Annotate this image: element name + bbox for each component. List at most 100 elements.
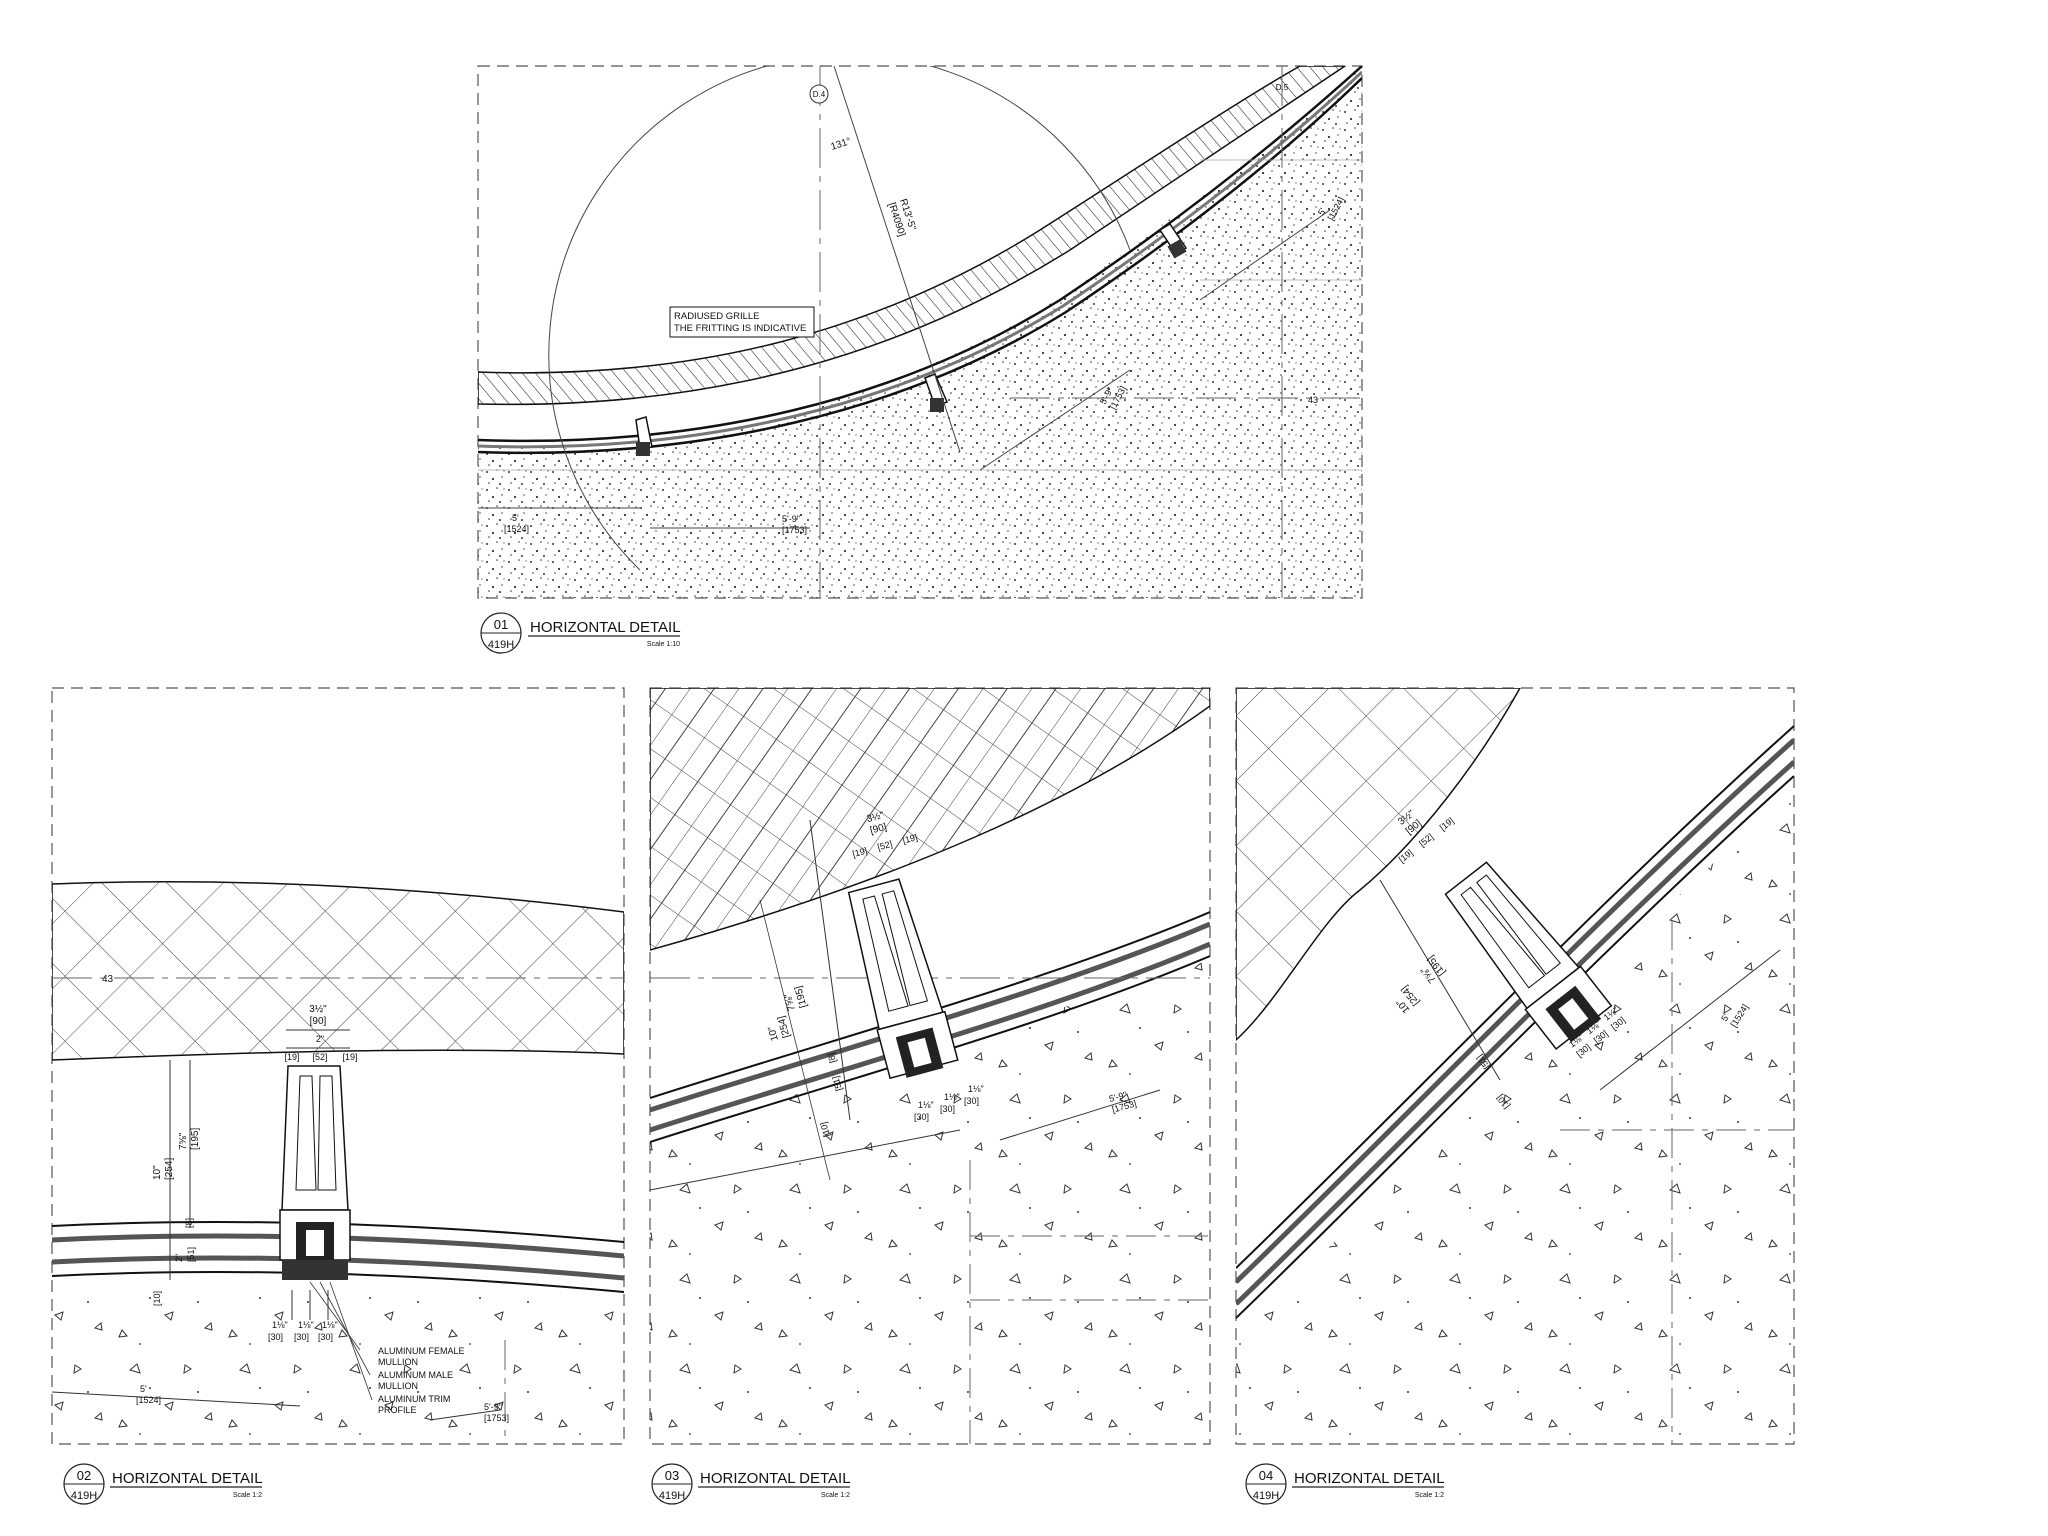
concrete-slab xyxy=(478,66,1362,598)
detail-04-title-block: 04 419H HORIZONTAL DETAIL Scale 1:2 xyxy=(1245,1463,1445,1505)
bottom-3: 1⅛" xyxy=(968,1084,984,1094)
glazing-unit-b xyxy=(1236,760,1794,1306)
detail-01: D.4 D.5 43 131° R13'-5" [R4090] RADIUSED… xyxy=(477,65,1363,654)
dim-b-mm: [1753] xyxy=(782,525,807,535)
bottom-2-mm: [30] xyxy=(294,1332,309,1342)
height-2: 10" xyxy=(766,1025,781,1042)
bottom-1-mm: [30] xyxy=(268,1332,283,1342)
dim-line-c xyxy=(979,369,1131,471)
angle-label: 131° xyxy=(830,136,853,153)
detail-02-title-block: 02 419H HORIZONTAL DETAIL Scale 1:2 xyxy=(63,1463,263,1505)
dim-a-label: 5' xyxy=(512,513,519,523)
glazing-unit-a xyxy=(1236,738,1794,1284)
detail-04-scale: Scale 1:2 xyxy=(1415,1492,1444,1499)
height-4-mm: [51] xyxy=(186,1247,196,1262)
width-mid: [52] xyxy=(312,1052,327,1062)
bottom-1-mm: [30] xyxy=(914,1112,929,1122)
height-1: 10" xyxy=(152,1165,163,1180)
height-1: 7⅝" xyxy=(783,992,798,1012)
width-total-mm: [90] xyxy=(310,1016,327,1027)
width-mid: [52] xyxy=(876,839,893,853)
mullion-assembly xyxy=(1444,861,1613,1050)
dim-a-label: 5' xyxy=(140,1384,147,1394)
height-1-mm: [254] xyxy=(164,1158,175,1180)
dim-b-label: 5'-9" xyxy=(782,514,800,524)
height-2-mm: [195] xyxy=(190,1128,201,1150)
height-4: [51] xyxy=(830,1075,844,1092)
detail-02-number: 02 xyxy=(77,1468,91,1483)
bottom-3-mm: [30] xyxy=(318,1332,333,1342)
detail-04-number: 04 xyxy=(1259,1468,1273,1483)
height-4: 2" xyxy=(174,1254,184,1262)
detail-04-sheet: 419H xyxy=(1253,1490,1279,1502)
detail-01-sheet: 419H xyxy=(488,639,514,651)
note-line-2: THE FRITTING IS INDICATIVE xyxy=(674,323,806,334)
note-line-1: RADIUSED GRILLE xyxy=(674,311,760,322)
bottom-3-mm: [30] xyxy=(964,1096,979,1106)
width-right: [19] xyxy=(342,1052,357,1062)
grid-bubble-d4 xyxy=(809,84,829,104)
width-total: 3½" xyxy=(309,1004,327,1015)
mullion-2 xyxy=(924,373,949,412)
dim-a-mm: [1524] xyxy=(136,1395,161,1405)
width-left: [19] xyxy=(851,846,868,860)
glazing-line-2 xyxy=(1236,775,1794,1319)
detail-01-number: 01 xyxy=(494,617,508,632)
detail-01-title-block: 01 419H HORIZONTAL DETAIL Scale 1:10 xyxy=(480,612,681,654)
detail-02-sheet: 419H xyxy=(71,1490,97,1502)
width-mid: [52] xyxy=(1417,831,1435,848)
radiused-grille xyxy=(52,880,624,1061)
glazing-outer-line xyxy=(478,66,1362,443)
dim-a-mm: [1524] xyxy=(504,524,529,534)
width-total-mm: [90] xyxy=(869,822,888,837)
bottom-1: 1⅛" xyxy=(918,1100,934,1110)
callout-female-mullion: ALUMINUM FEMALE xyxy=(378,1346,465,1356)
detail-01-title: HORIZONTAL DETAIL xyxy=(530,619,681,636)
bottom-2: 1⅛" xyxy=(298,1320,314,1330)
height-5: [10] xyxy=(818,1121,832,1138)
width-total: 3½" xyxy=(866,810,886,825)
detail-03-number: 03 xyxy=(665,1468,679,1483)
dim-d-label: 5' xyxy=(1316,206,1328,217)
detail-03-title: HORIZONTAL DETAIL xyxy=(700,1470,851,1487)
detail-02-scale: Scale 1:2 xyxy=(233,1492,262,1499)
mullion-1 xyxy=(635,416,653,456)
detail-02-frame xyxy=(51,687,625,1445)
arc-131-degrees xyxy=(548,66,1131,571)
width-right: [19] xyxy=(901,832,918,846)
radiused-grille xyxy=(650,688,1210,951)
mullion-assembly xyxy=(847,878,959,1080)
radiused-grille xyxy=(478,66,1347,406)
grid-label-d5: D.5 xyxy=(1276,83,1289,92)
glazing-line-1 xyxy=(1236,725,1794,1269)
detail-02: 43 3½" [90] 2" [19] [52] [19] 10" [254] … xyxy=(51,687,625,1505)
grid-label-43: 43 xyxy=(102,974,114,985)
radius-line xyxy=(833,66,961,453)
concrete-slab xyxy=(1236,790,1794,1444)
detail-03-title-block: 03 419H HORIZONTAL DETAIL Scale 1:2 xyxy=(651,1463,851,1505)
bottom-1: 1⅛" xyxy=(272,1320,288,1330)
bottom-3: 1⅛" xyxy=(322,1320,338,1330)
bottom-2: 1⅛" xyxy=(944,1092,960,1102)
detail-02-title: HORIZONTAL DETAIL xyxy=(112,1470,263,1487)
height-5: [10] xyxy=(152,1291,162,1306)
bottom-2-mm: [30] xyxy=(940,1104,955,1114)
note-box xyxy=(669,306,815,338)
detail-03-sheet: 419H xyxy=(659,1490,685,1502)
glazing-inner-line xyxy=(478,77,1362,455)
dim-line-d xyxy=(1199,209,1331,301)
concrete-slab xyxy=(650,960,1210,1444)
callout-male-mullion-2: MULLION xyxy=(378,1381,418,1391)
width-left: [19] xyxy=(284,1052,299,1062)
callout-trim-profile-2: PROFILE xyxy=(378,1405,417,1415)
detail-03: 3½" [90] [19] [52] [19] 7⅝" [195] 10" [2… xyxy=(649,687,1211,1505)
dim-a-label: 5' xyxy=(1719,1012,1731,1023)
height-2: 7⅝" xyxy=(178,1132,189,1150)
concrete-slab xyxy=(52,1293,624,1444)
detail-03-scale: Scale 1:2 xyxy=(821,1492,850,1499)
mullion-3 xyxy=(1158,222,1188,259)
width-right: [19] xyxy=(1438,815,1456,832)
height-3: [8] xyxy=(826,1052,838,1064)
glazing-unit xyxy=(478,70,1362,449)
